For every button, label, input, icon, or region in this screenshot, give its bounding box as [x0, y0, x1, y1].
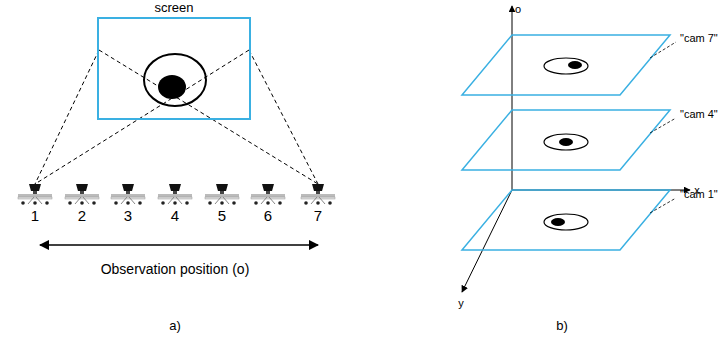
- axis-label: o: [515, 3, 521, 15]
- camera-number: 2: [78, 208, 86, 225]
- panel-label: b): [556, 319, 568, 333]
- camera-number: 6: [264, 208, 272, 225]
- screen-label: screen: [154, 0, 193, 15]
- camera-number: 4: [171, 208, 179, 225]
- camera-number: 5: [218, 208, 226, 225]
- camera-number: 7: [314, 208, 322, 225]
- screen-box: screen: [97, 17, 251, 120]
- panel-label: a): [169, 319, 181, 333]
- axis-caption: Observation position (o): [101, 262, 250, 277]
- axis-label: y: [458, 297, 464, 309]
- callout-label: "cam 4": [680, 108, 718, 120]
- callout-label: "cam 7": [680, 32, 718, 44]
- callout-label: "cam 1": [680, 188, 718, 200]
- camera-number: 3: [124, 208, 132, 225]
- camera-number: 1: [31, 208, 39, 225]
